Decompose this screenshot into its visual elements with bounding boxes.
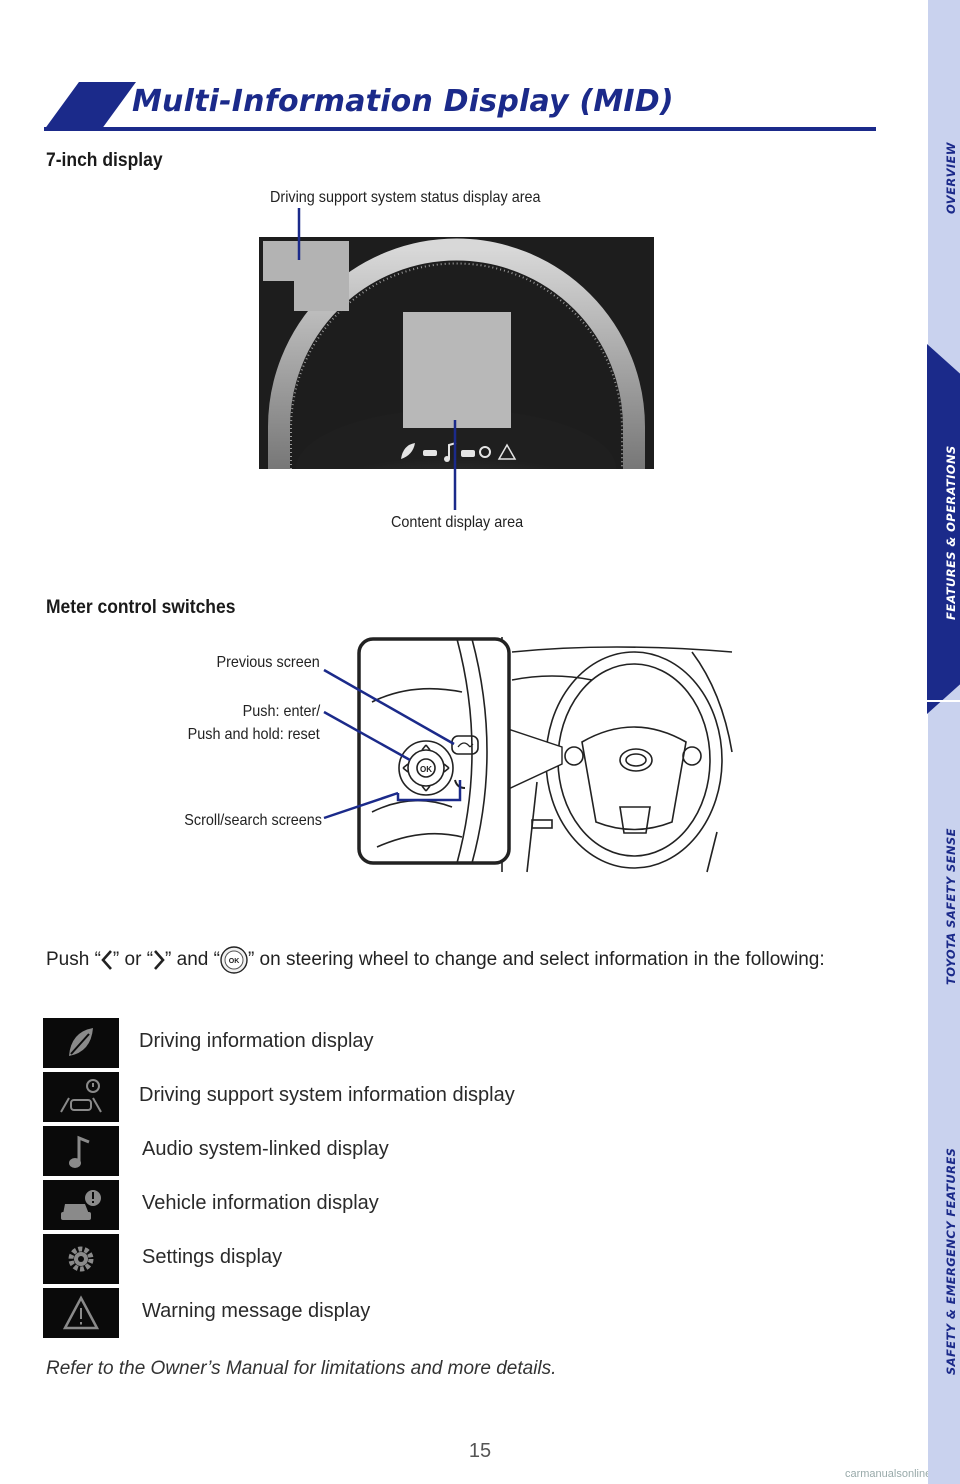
mid-section-heading: 7-inch display bbox=[46, 150, 163, 171]
svg-text:OK: OK bbox=[229, 958, 240, 965]
watermark: carmanualsonline.info bbox=[844, 1468, 952, 1480]
section-sidebar bbox=[928, 0, 960, 1484]
gear-icon bbox=[43, 1234, 119, 1284]
chevron-right-icon bbox=[154, 950, 165, 970]
ok-button-icon: OK bbox=[220, 946, 248, 974]
push-enter-callout: Push: enter/ bbox=[242, 703, 320, 720]
status-area-callout: Driving support system status display ar… bbox=[270, 189, 541, 206]
info-item-label: Settings display bbox=[142, 1246, 283, 1268]
mid-display-screen bbox=[259, 237, 654, 469]
active-tab-highlight bbox=[927, 344, 960, 714]
chevron-left-icon bbox=[101, 950, 112, 970]
info-item-label: Warning message display bbox=[142, 1300, 371, 1322]
tab-features-operations[interactable]: FEATURES & OPERATIONS bbox=[944, 445, 958, 620]
page-number: 15 bbox=[468, 1440, 492, 1462]
leaf-icon bbox=[43, 1018, 119, 1068]
warning-icon bbox=[43, 1288, 119, 1338]
info-item-label: Driving information display bbox=[139, 1030, 374, 1052]
meter-section-heading: Meter control switches bbox=[46, 597, 236, 618]
previous-screen-callout: Previous screen bbox=[216, 654, 320, 671]
push-hold-reset-callout: Push and hold: reset bbox=[187, 726, 320, 743]
vehicle-info-icon bbox=[43, 1180, 119, 1230]
tab-overview[interactable]: OVERVIEW bbox=[944, 142, 958, 214]
driving-support-icon bbox=[43, 1072, 119, 1122]
tab-toyota-safety-sense[interactable]: TOYOTA SAFETY SENSE bbox=[944, 828, 958, 985]
info-item-label: Driving support system information displ… bbox=[139, 1084, 515, 1106]
info-item-label: Vehicle information display bbox=[142, 1192, 379, 1214]
tab-safety-emergency[interactable]: SAFETY & EMERGENCY FEATURES bbox=[944, 1147, 958, 1375]
page-title: Multi-Information Display (MID) bbox=[132, 84, 674, 119]
mid-display-illustration bbox=[259, 237, 654, 469]
music-note-icon bbox=[43, 1126, 119, 1176]
scroll-search-callout: Scroll/search screens bbox=[184, 812, 322, 829]
header-rule bbox=[44, 127, 876, 131]
footnote: Refer to the Owner’s Manual for limitati… bbox=[46, 1358, 557, 1379]
tab-divider bbox=[927, 700, 960, 702]
ok-button-label: OK bbox=[420, 765, 432, 774]
instructions-paragraph: Push “” or “” and “OK” on steering wheel… bbox=[46, 946, 856, 974]
steering-wheel-illustration: OK bbox=[357, 637, 733, 873]
info-item-label: Audio system-linked display bbox=[142, 1138, 389, 1160]
content-area-callout: Content display area bbox=[391, 514, 524, 531]
